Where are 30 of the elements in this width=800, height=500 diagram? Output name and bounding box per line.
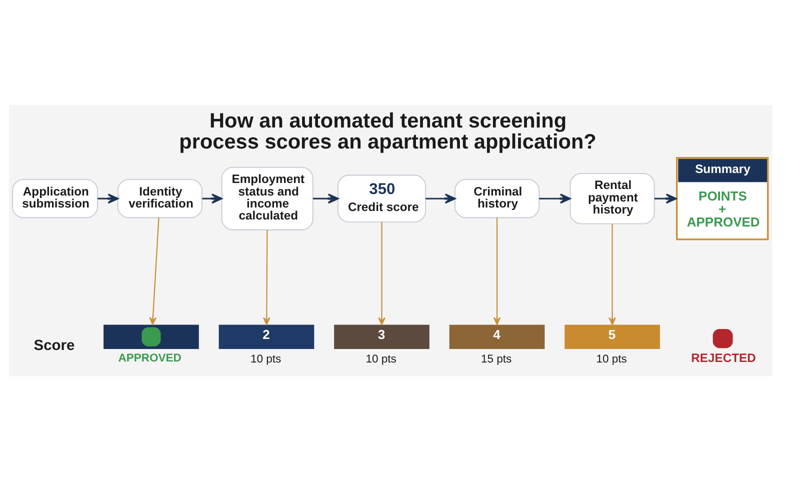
arrow [608,224,616,326]
arrow [654,194,677,204]
node-box: 5 [564,324,660,349]
node-box: Rental payment history [570,172,655,224]
node-box: 3 [334,324,430,349]
node-box: Application submission [12,179,98,218]
diagram-title: How an automated tenant screening process scores an apartment application? [179,110,596,154]
node-box: Identity verification [117,179,202,218]
node-label: 15 pts [480,353,512,366]
node-box: 4 [449,324,545,349]
arrow [149,218,160,326]
arrow [312,194,339,204]
node-label: 10 pts [596,353,627,366]
node-label: 10 pts [250,353,282,366]
node-box: Criminal history [454,179,540,218]
node-label: APPROVED [118,352,182,364]
arrow [539,194,571,204]
arrow [378,222,386,326]
node-box: Employment status and income calculated [221,166,314,230]
arrow [98,194,119,204]
arrow [262,230,270,326]
node-label: 10 pts [366,353,396,366]
label: Score [34,338,75,354]
label: REJECTED [691,351,756,366]
arrow [493,218,501,326]
node-box: 350 Credit score [337,174,426,223]
arrow [426,194,456,204]
node-box: 2 [218,324,314,349]
arrow [202,194,222,204]
node-bar [104,324,199,349]
